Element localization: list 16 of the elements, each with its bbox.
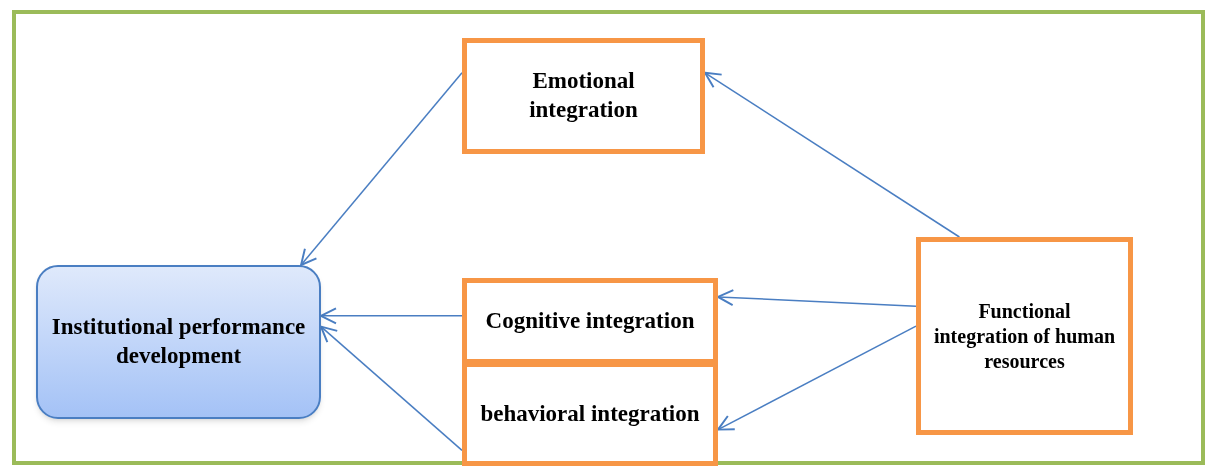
box-label: Institutional performance development	[50, 313, 307, 370]
process-box	[462, 38, 705, 154]
arrow	[320, 325, 463, 452]
arrow	[717, 325, 917, 431]
arrow	[704, 71, 961, 238]
arrow	[717, 289, 917, 308]
box-label: Cognitive integration	[485, 306, 695, 335]
arrow	[300, 72, 463, 266]
box-label: Emotional integration	[528, 67, 639, 124]
rounded-box	[36, 265, 321, 419]
process-box	[462, 362, 718, 466]
process-box	[916, 237, 1133, 435]
arrow	[320, 307, 463, 325]
box-label: behavioral integration	[480, 399, 700, 428]
process-box	[462, 278, 718, 364]
box-label: Functional integration of human resources	[933, 298, 1116, 374]
